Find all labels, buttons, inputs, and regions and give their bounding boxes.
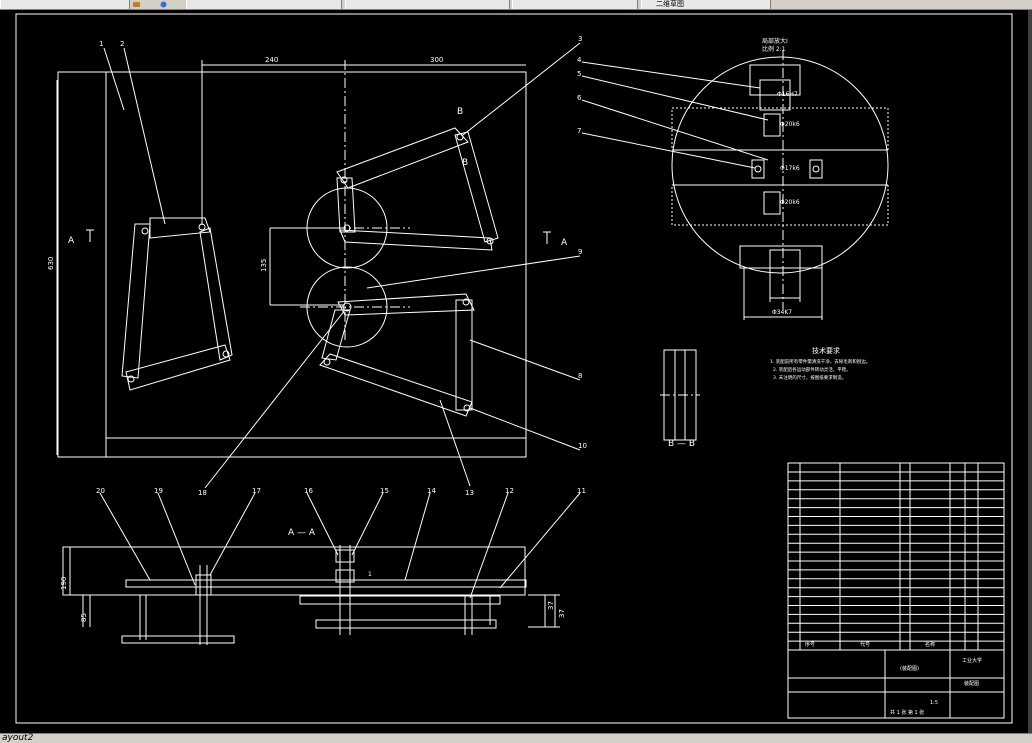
dim-630: 630 [47,257,55,270]
section-view-b-b: B — B [660,349,700,449]
header-code: 代号 [860,641,870,648]
detail-view: 局部放大I 比例 2:1 Φ16H7 Φ20k6 Φ17k6 Φ20k6 Φ34… [577,37,889,320]
balloon-1: 1 [99,40,103,48]
layout-tab-bar: ayout2 [0,733,1032,743]
detail-scale: 比例 2:1 [762,45,786,53]
balloon-8: 8 [578,372,582,380]
gear-pair [300,187,410,348]
balloon-9: 9 [578,248,582,256]
balloon-20: 20 [96,487,105,495]
balloon-6: 6 [577,94,582,102]
dim-300: 300 [430,56,443,64]
section-mark-b-bottom: B [462,158,468,168]
balloon-10: 10 [578,442,587,450]
section-mark-a-left: A [68,236,75,246]
detail-title: 局部放大I [762,37,788,45]
balloon-12: 12 [505,487,514,495]
tech-req-line-3: 3. 未注明的尺寸，按图纸要求制造。 [773,374,846,381]
cad-drawing[interactable]: 240 300 630 135 [0,10,1028,733]
left-linkage [121,217,233,391]
section-b-b-title: B — B [668,439,695,449]
section-mark-b-top: B [457,107,463,117]
balloon-14: 14 [427,487,436,495]
balloon-16: 16 [304,487,313,495]
fit-1: Φ16H7 [777,91,798,98]
title-block: 序号 代号 名称 (装配图) 工业大学 装配图 1:5 共 1 张 第 1 张 [787,462,1005,719]
dim-37-a: 37 [547,601,555,610]
dim-37-b: 37 [558,609,566,618]
balloon-19: 19 [154,487,163,495]
tech-req-line-1: 1. 装配前所有零件需清洗干净，去除毛刺和锐边。 [770,358,870,365]
balloon-17: 17 [252,487,261,495]
school-name: 工业大学 [962,657,982,664]
balloon-11: 11 [577,487,586,495]
tech-requirements: 技术要求 1. 装配前所有零件需清洗干净，去除毛刺和锐边。 2. 装配后各运动部… [770,346,870,381]
fit-4: Φ20k6 [780,199,800,206]
tech-req-title: 技术要求 [812,346,840,355]
folder-icon[interactable] [133,1,140,8]
main-view: 240 300 630 135 [47,35,587,497]
dim-135: 135 [260,259,268,272]
layout-tab[interactable]: ayout2 [2,733,34,743]
toolbar-tab-5[interactable]: 二维草图 [641,0,771,9]
balloon-13: 13 [465,489,474,497]
fit-3: Φ17k6 [780,165,800,172]
toolbar-tab-2[interactable] [186,0,342,9]
drawing-canvas[interactable]: 240 300 630 135 [0,10,1032,733]
sheet-count: 共 1 张 第 1 张 [890,709,924,716]
balloon-3: 3 [578,35,582,43]
section-a-a-title: A — A [288,528,316,538]
dim-190: 190 [60,577,68,590]
section-view-a-a: A — A 1 190 85 37 37 20 19 17 [60,487,586,645]
drawing-border [15,13,1013,724]
header-name: 名称 [925,641,935,648]
dim-240: 240 [265,56,278,64]
toolbar-tab-3[interactable] [345,0,510,9]
balloon-2: 2 [120,40,124,48]
balloon-5: 5 [577,70,581,78]
balloon-7: 7 [577,127,581,135]
bom-rows [788,471,1004,651]
toolbar-tab-1[interactable] [0,0,130,9]
scale-value: 1:5 [930,700,938,706]
drawing-number: 装配图 [964,680,979,687]
balloon-18: 18 [198,489,207,497]
section-mark-a-right: A [561,238,568,248]
fit-5: Φ34K7 [772,309,792,316]
shield-icon[interactable] [160,1,167,8]
upper-right-linkage [336,127,499,251]
section-mark-1: 1 [368,571,372,578]
fit-2: Φ20k6 [780,121,800,128]
drawing-name: (装配图) [900,665,919,672]
tech-req-line-2: 2. 装配后各运动部件转动灵活，平稳。 [773,366,851,373]
header-no: 序号 [805,641,815,648]
window-toolbar: 二维草图 [0,0,1032,10]
balloon-15: 15 [380,487,389,495]
toolbar-tab-4[interactable] [512,0,638,9]
dim-85: 85 [80,613,88,622]
balloon-4: 4 [577,56,582,64]
